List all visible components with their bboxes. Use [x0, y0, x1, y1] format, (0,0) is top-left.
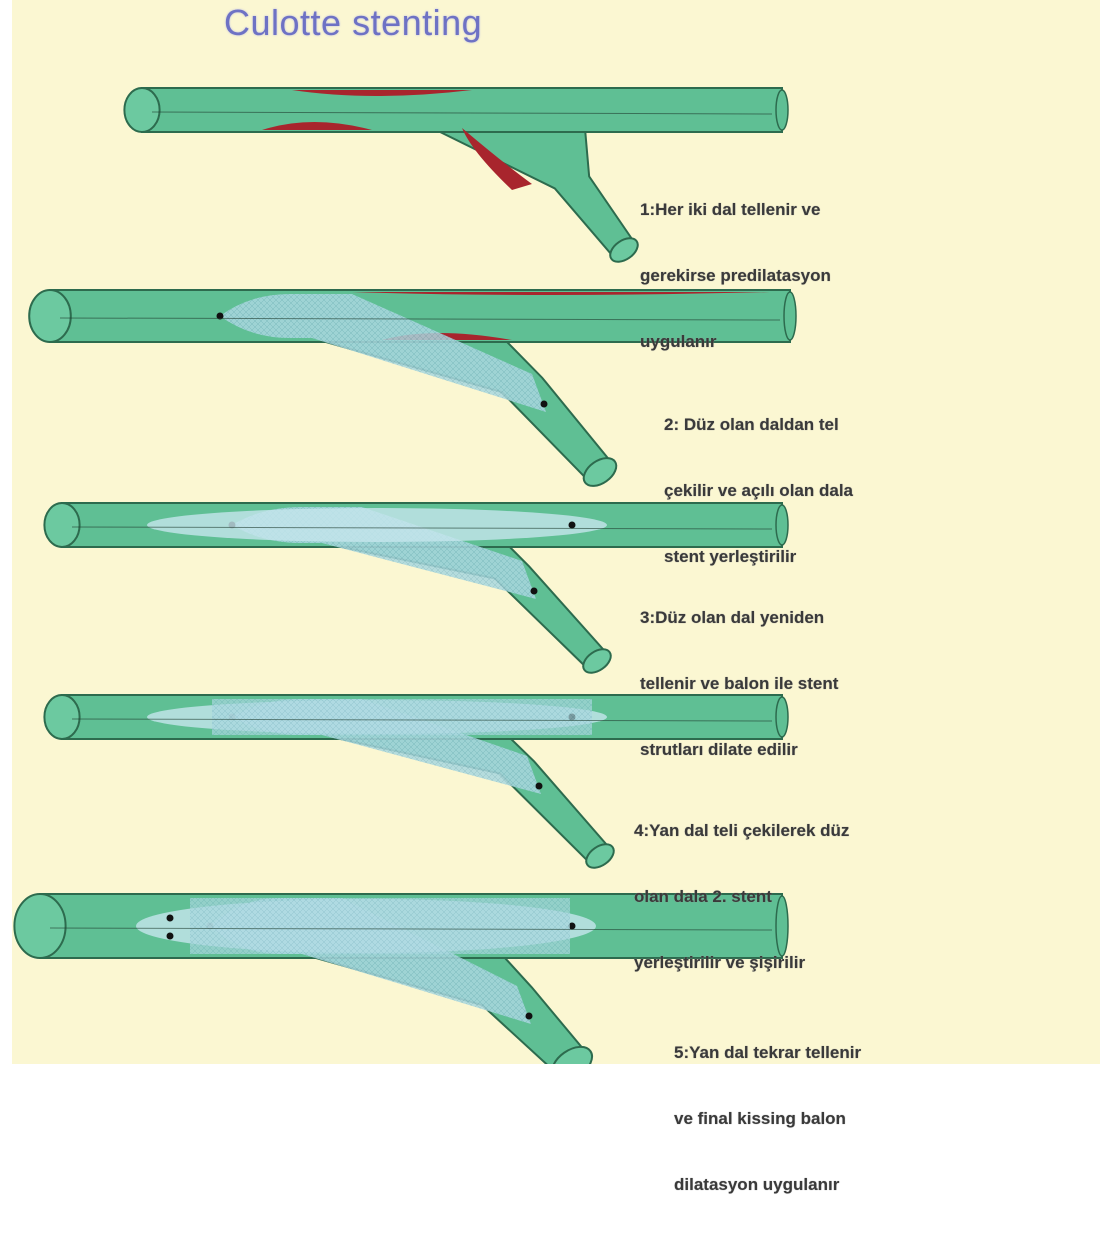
step-3-caption: 3:Düz olan dal yeniden tellenir ve balon…: [640, 563, 838, 805]
step-3-line-1: 3:Düz olan dal yeniden: [640, 607, 838, 629]
diagram-canvas: Culotte stenting 1:Her iki dal tellenir …: [12, 0, 1100, 1064]
balloon-main: [147, 508, 607, 542]
vessel-opening: [29, 290, 71, 342]
guidewire-marker: [569, 522, 576, 529]
guidewire-marker: [526, 1013, 533, 1020]
vessel-opening: [44, 695, 79, 739]
vessel-opening: [44, 503, 79, 547]
step-4-caption: 4:Yan dal teli çekilerek düz olan dala 2…: [634, 776, 849, 1018]
step-5-line-1: 5:Yan dal tekrar tellenir: [674, 1042, 861, 1064]
step-1-line-2: gerekirse predilatasyon: [640, 265, 831, 287]
step-4-line-3: yerleştirilir ve şişirilir: [634, 952, 849, 974]
step-5-line-2: ve final kissing balon: [674, 1108, 861, 1130]
step-1-line-1: 1:Her iki dal tellenir ve: [640, 199, 831, 221]
stent-main-branch: [212, 699, 592, 735]
guidewire-marker: [541, 401, 548, 408]
guidewire-marker: [167, 933, 174, 940]
step-2-line-2: çekilir ve açılı olan dala: [664, 480, 853, 502]
vessel-end: [776, 90, 788, 130]
step-2-line-1: 2: Düz olan daldan tel: [664, 414, 853, 436]
guidewire-marker: [531, 588, 538, 595]
step-1-line-3: uygulanır: [640, 331, 831, 353]
vessel-opening: [14, 894, 65, 958]
step-4-line-1: 4:Yan dal teli çekilerek düz: [634, 820, 849, 842]
step-3-line-3: strutları dilate edilir: [640, 739, 838, 761]
vessel-opening: [124, 88, 159, 132]
step-5-line-3: dilatasyon uygulanır: [674, 1174, 861, 1196]
guidewire-marker: [167, 915, 174, 922]
stent-main-branch: [190, 898, 570, 954]
step-5-caption: 5:Yan dal tekrar tellenir ve final kissi…: [674, 998, 861, 1240]
guidewire-marker: [536, 783, 543, 790]
step-3-line-2: tellenir ve balon ile stent: [640, 673, 838, 695]
step-1-caption: 1:Her iki dal tellenir ve gerekirse pred…: [640, 155, 831, 397]
step-4-line-2: olan dala 2. stent: [634, 886, 849, 908]
vessel-illustrations: [12, 0, 1100, 1064]
main-vessel: [142, 88, 782, 132]
